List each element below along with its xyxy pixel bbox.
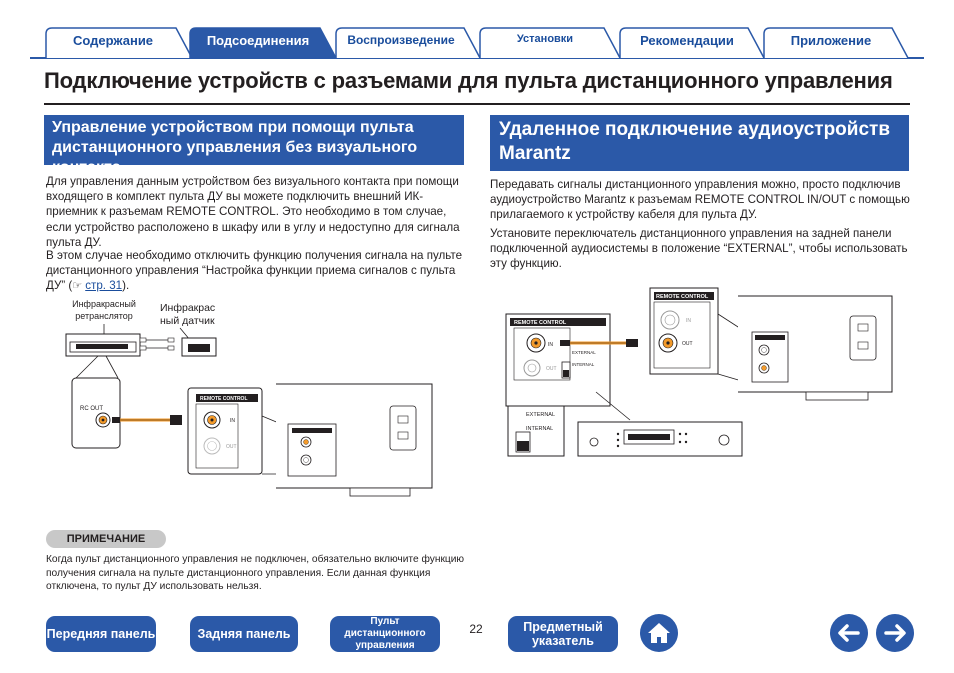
note-badge: ПРИМЕЧАНИЕ	[46, 530, 166, 548]
left-paragraph-2-end: ).	[122, 279, 130, 293]
note-text: Когда пульт дистанционного управления не…	[46, 554, 465, 593]
tab-shape-playback	[335, 27, 481, 59]
in-label-2: IN	[686, 318, 691, 324]
remote-control-button[interactable]: Пульт дистанционного управления	[330, 616, 440, 652]
out-label: OUT	[226, 444, 237, 450]
tab-shapes	[30, 27, 924, 59]
out-label-2: OUT	[682, 341, 693, 347]
forward-button[interactable]	[876, 614, 914, 652]
in-label: IN	[230, 418, 235, 424]
rear-panel-button[interactable]: Задняя панель	[190, 616, 298, 652]
title-divider	[44, 103, 910, 105]
home-icon	[648, 623, 670, 643]
left-paragraph-2: В этом случае необходимо отключить функц…	[46, 248, 466, 295]
right-section-heading: Удаленное подключение аудиоустройств Mar…	[490, 115, 909, 171]
left-paragraph-2-text: В этом случае необходимо отключить функц…	[46, 249, 463, 293]
ir-sensor-label: Инфракрас ный датчик	[160, 302, 216, 327]
remote-control-label-1: REMOTE CONTROL	[514, 320, 567, 326]
tab-shape-appendix	[763, 27, 909, 59]
tab-tips[interactable]: Рекомендации	[640, 33, 734, 48]
tab-shape-contents	[45, 27, 193, 59]
ir-repeater-label: Инфракрасный ретранслятор	[72, 299, 136, 321]
left-connection-diagram: Инфракрасный ретранслятор Инфракрас ный …	[60, 298, 440, 510]
tab-shape-tips	[619, 27, 765, 59]
tab-settings[interactable]: Установки	[516, 33, 574, 45]
left-diagram-drawing: RC OUT REMOTE CONTROL IN OUT	[65, 324, 433, 497]
remote-control-label-2: REMOTE CONTROL	[656, 294, 709, 300]
page-31-link[interactable]: стр. 31	[85, 279, 123, 293]
tab-appendix[interactable]: Приложение	[790, 33, 872, 48]
tab-connections[interactable]: Подсоединения	[206, 33, 310, 48]
in-label-1: IN	[548, 342, 553, 348]
page-number: 22	[469, 622, 483, 636]
internal-label-2: INTERNAL	[526, 426, 553, 432]
tab-playback[interactable]: Воспроизведение	[347, 33, 455, 47]
rc-out-label: RC OUT	[80, 406, 103, 412]
front-panel-button[interactable]: Передняя панель	[46, 616, 156, 652]
tab-bar: Содержание Подсоединения Воспроизведение…	[0, 0, 954, 64]
right-paragraph-1: Передавать сигналы дистанционного управл…	[490, 178, 910, 222]
arrow-left-icon	[838, 624, 860, 642]
right-connection-diagram: REMOTE CONTROL IN OUT EXTERNAL INTERNAL …	[500, 284, 900, 460]
out-label-1: OUT	[546, 366, 557, 372]
page-ref-icon: ☞	[72, 280, 86, 293]
tab-shape-connections	[189, 27, 338, 59]
external-label-1: EXTERNAL	[572, 350, 596, 355]
page-title: Подключение устройств с разъемами для пу…	[44, 68, 893, 93]
back-button[interactable]	[830, 614, 868, 652]
right-paragraph-2: Установите переключатель дистанционного …	[490, 227, 908, 271]
home-button[interactable]	[640, 614, 678, 652]
index-button[interactable]: Предметный указатель	[508, 616, 618, 652]
tab-shape-settings	[479, 27, 621, 59]
arrow-right-icon	[884, 624, 906, 642]
left-section-heading: Управление устройством при помощи пульта…	[44, 115, 464, 176]
left-paragraph-1: Для управления данным устройством без ви…	[46, 175, 460, 249]
right-diagram-drawing: REMOTE CONTROL IN OUT EXTERNAL INTERNAL …	[505, 287, 893, 457]
tab-contents[interactable]: Содержание	[72, 33, 154, 48]
internal-label-1: INTERNAL	[572, 362, 595, 367]
external-label-2: EXTERNAL	[526, 412, 555, 418]
remote-control-label: REMOTE CONTROL	[200, 396, 248, 402]
